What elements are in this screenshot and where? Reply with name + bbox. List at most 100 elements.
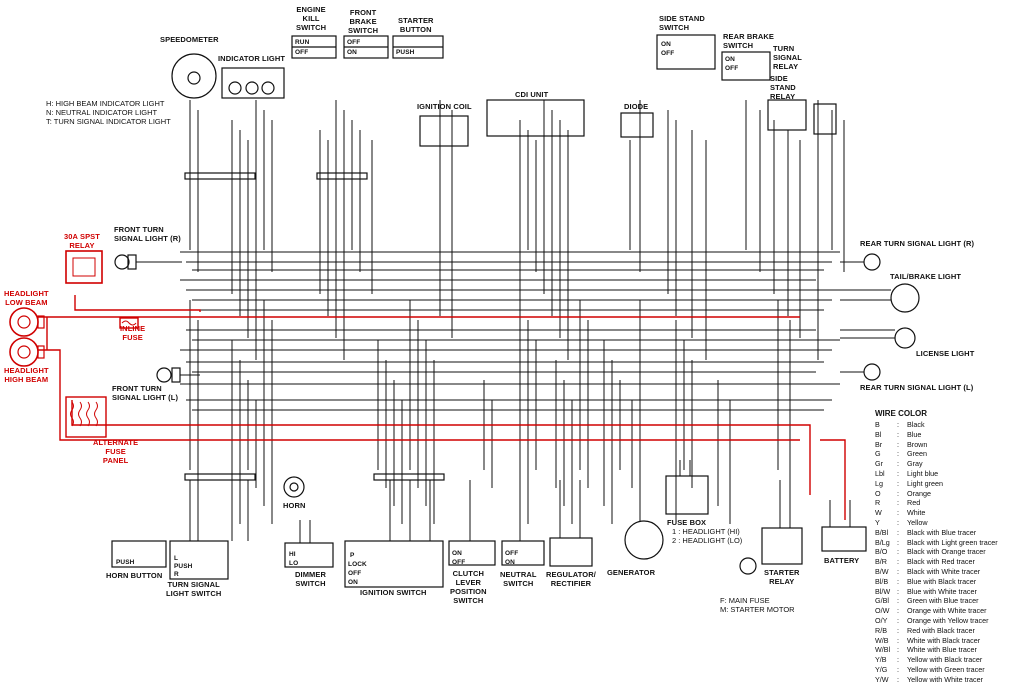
legend-colon: : bbox=[897, 508, 899, 518]
tail-brake-bulb bbox=[890, 283, 920, 313]
diode-box bbox=[620, 112, 654, 138]
legend-colon: : bbox=[897, 420, 899, 429]
rear-turn-l-bulb bbox=[863, 363, 881, 381]
legend-code: G/Bl bbox=[875, 596, 889, 606]
legend-colon: : bbox=[897, 606, 899, 616]
front-turn-l-socket bbox=[171, 367, 181, 383]
legend-description: Black with Light green tracer bbox=[907, 537, 998, 547]
legend-description: Yellow bbox=[907, 517, 928, 527]
legend-code: O/Y bbox=[875, 615, 888, 625]
dimmer-hi: HI bbox=[289, 551, 296, 558]
legend-row: B/Lg:Black with Light green tracer bbox=[875, 538, 1023, 548]
front-turn-r-label: FRONT TURN SIGNAL LIGHT (R) bbox=[114, 225, 181, 243]
cdi-unit-box bbox=[486, 99, 585, 137]
horn-button-label: HORN BUTTON bbox=[106, 571, 163, 580]
horn-symbol bbox=[283, 476, 305, 498]
legend-code: W/Bl bbox=[875, 645, 891, 655]
tail-brake-label: TAIL/BRAKE LIGHT bbox=[890, 272, 962, 281]
legend-colon: : bbox=[897, 459, 899, 469]
legend-row: B/O:Black with Orange tracer bbox=[875, 547, 1023, 557]
ignition-switch-box bbox=[344, 540, 444, 588]
legend-row: Br:Brown bbox=[875, 440, 1023, 450]
legend-code: B/Bl bbox=[875, 527, 889, 537]
red-wire-high bbox=[38, 349, 800, 441]
legend-code: Lbl bbox=[875, 468, 885, 478]
clutch-off: OFF bbox=[452, 559, 466, 566]
legend-colon: : bbox=[897, 429, 899, 439]
front-brake-off: OFF bbox=[347, 39, 361, 46]
neutral-switch-box bbox=[501, 540, 545, 566]
main-fuse-note: F: MAIN FUSE M: STARTER MOTOR bbox=[720, 596, 795, 614]
legend-code: Y/W bbox=[875, 674, 889, 684]
legend-description: Orange with White tracer bbox=[907, 606, 987, 616]
neutral-switch-label: NEUTRAL SWITCH bbox=[500, 570, 537, 588]
generator-symbol bbox=[624, 520, 664, 560]
legend-colon: : bbox=[897, 498, 899, 508]
regulator-box bbox=[549, 537, 593, 567]
legend-colon: : bbox=[897, 674, 899, 684]
legend-code: B/W bbox=[875, 566, 889, 576]
inline-fuse-label: INLINE FUSE bbox=[120, 324, 146, 342]
fuse-box-note: 1 : HEADLIGHT (HI) 2 : HEADLIGHT (LO) bbox=[672, 527, 743, 545]
legend-description: Light green bbox=[907, 478, 943, 488]
legend-row: Y:Yellow bbox=[875, 518, 1023, 528]
inline-fuse-box bbox=[119, 317, 139, 329]
legend-row: Y/G:Yellow with Green tracer bbox=[875, 665, 1023, 675]
turn-signal-relay-label: TURN SIGNAL RELAY bbox=[773, 44, 802, 71]
legend-code: Gr bbox=[875, 459, 883, 469]
starter-relay-label: STARTER RELAY bbox=[764, 568, 800, 586]
turn-signal-relay-box bbox=[813, 103, 837, 135]
rear-brake-switch-label: REAR BRAKE SWITCH bbox=[723, 32, 775, 50]
starter-push: PUSH bbox=[396, 49, 415, 56]
legend-colon: : bbox=[897, 449, 899, 459]
front-turn-r-socket bbox=[127, 254, 137, 270]
engine-kill-run: RUN bbox=[295, 39, 310, 46]
legend-row: B/R:Black with Red tracer bbox=[875, 557, 1023, 567]
legend-code: Lg bbox=[875, 478, 883, 488]
legend-code: Y/G bbox=[875, 664, 888, 674]
legend-colon: : bbox=[897, 664, 899, 674]
legend-colon: : bbox=[897, 615, 899, 625]
legend-description: Black with Red tracer bbox=[907, 557, 975, 567]
cdi-unit-label: CDI UNIT bbox=[515, 90, 549, 99]
legend-code: R/B bbox=[875, 625, 887, 635]
legend-code: W bbox=[875, 508, 882, 518]
headlight-low-socket bbox=[37, 315, 45, 329]
red-wire-fuse bbox=[71, 400, 811, 495]
legend-colon: : bbox=[897, 625, 899, 635]
legend-description: Brown bbox=[907, 439, 928, 449]
ignition-p: P bbox=[350, 552, 355, 559]
legend-description: Black with White tracer bbox=[907, 566, 981, 576]
headlight-low-bulb bbox=[9, 307, 39, 337]
legend-code: O bbox=[875, 488, 881, 498]
turn-switch-l: L bbox=[174, 555, 179, 562]
fuse-panel-squiggles bbox=[70, 401, 98, 427]
legend-description: Yellow with Black tracer bbox=[907, 655, 983, 665]
neutral-on: ON bbox=[505, 559, 515, 566]
component-symbols bbox=[111, 34, 920, 588]
legend-description: Green bbox=[907, 449, 927, 459]
legend-code: Bl/B bbox=[875, 576, 889, 586]
legend-row: Bl/B:Blue with Black tracer bbox=[875, 577, 1023, 587]
legend-colon: : bbox=[897, 439, 899, 449]
ignition-lock: LOCK bbox=[348, 561, 367, 568]
legend-colon: : bbox=[897, 586, 899, 596]
legend-row: G/Bl:Green with Blue tracer bbox=[875, 596, 1023, 606]
legend-row: B/Bl:Black with Blue tracer bbox=[875, 528, 1023, 538]
wire-harness bbox=[136, 100, 895, 543]
legend-row: B/W:Black with White tracer bbox=[875, 567, 1023, 577]
legend-description: Red bbox=[907, 498, 921, 508]
red-wire-relay bbox=[74, 295, 201, 312]
red-wire-battery bbox=[820, 439, 846, 520]
dimmer-switch-box bbox=[284, 542, 334, 568]
legend-row: Y/B:Yellow with Black tracer bbox=[875, 655, 1023, 665]
side-stand-off: OFF bbox=[661, 50, 675, 57]
clutch-on: ON bbox=[452, 550, 462, 557]
legend-description: Blue with Black tracer bbox=[907, 576, 977, 586]
legend-row: B:Black bbox=[875, 420, 1023, 430]
rear-brake-on: ON bbox=[725, 56, 735, 63]
legend-code: B bbox=[875, 420, 880, 429]
indicator-light-label: INDICATOR LIGHT bbox=[218, 54, 286, 63]
legend-code: Bl bbox=[875, 429, 882, 439]
